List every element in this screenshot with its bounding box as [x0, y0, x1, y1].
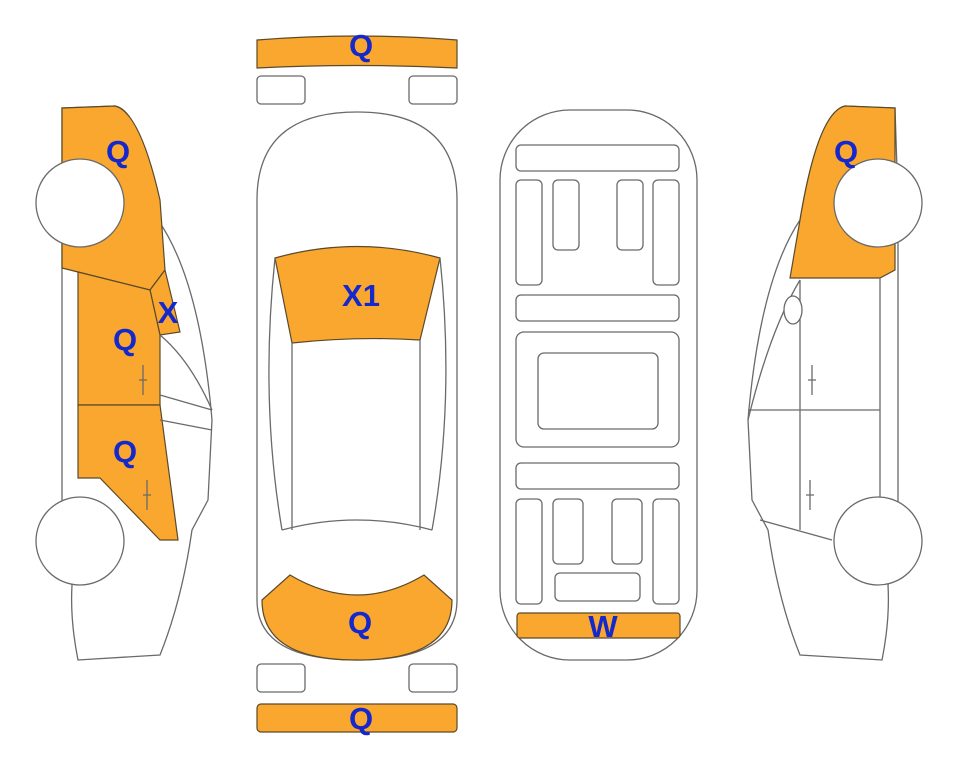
left-front-wheel — [35, 158, 125, 248]
label-left-front-pillar: X — [158, 295, 179, 330]
rear-left-light — [256, 663, 306, 693]
left-rear-wheel — [35, 496, 125, 586]
rear-right-light — [408, 663, 458, 693]
top-view — [256, 35, 458, 733]
label-left-rear-door: Q — [113, 434, 137, 469]
top-cabin-lines — [268, 257, 447, 531]
underbody-rear-panel — [516, 612, 681, 639]
underbody-part-r2 — [611, 498, 643, 565]
underbody-rail-fl — [515, 179, 543, 286]
underbody-part-r1 — [552, 498, 584, 565]
label-rear-bumper: Q — [349, 701, 373, 736]
left-window-line — [159, 334, 213, 431]
underbody-view — [499, 109, 698, 661]
left-rear-door-panel — [77, 404, 179, 541]
label-left-fender: Q — [106, 134, 130, 169]
underbody-rail-rl — [515, 498, 543, 605]
left-door-handle-front — [139, 365, 147, 395]
underbody-cross-1 — [515, 294, 680, 322]
label-front-bumper: Q — [349, 28, 373, 63]
front-right-light — [408, 75, 458, 105]
underbody-front-bar — [515, 144, 680, 172]
right-door-lines — [747, 278, 881, 541]
label-underbody-rear: W — [588, 609, 618, 644]
label-left-front-door: Q — [113, 322, 137, 357]
label-right-fender: Q — [834, 134, 858, 169]
front-left-light — [256, 75, 306, 105]
underbody-rail-rr — [652, 498, 680, 605]
underbody-tank — [537, 352, 659, 430]
label-rear-trunk: Q — [348, 605, 372, 640]
top-body-outline — [256, 111, 458, 661]
right-door-handle-front — [808, 365, 816, 395]
right-mirror — [783, 295, 803, 325]
left-front-door-panel — [77, 271, 161, 406]
underbody-part-f2 — [616, 179, 644, 251]
underbody-rail-fr — [652, 179, 680, 286]
right-door-handle-rear — [806, 480, 814, 510]
rear-trunk-panel — [261, 574, 453, 661]
right-front-wheel — [833, 158, 923, 248]
label-roof-front: X1 — [342, 278, 380, 313]
underbody-cross-2 — [515, 462, 680, 490]
front-bumper-panel — [256, 35, 458, 69]
left-side-view — [35, 105, 213, 661]
rear-bumper-panel — [256, 703, 458, 733]
left-door-handle-rear — [143, 480, 151, 510]
damage-labels: Q Q X Q Q X1 Q Q W Q — [106, 28, 858, 736]
underbody-rear-box — [554, 572, 641, 602]
right-side-view — [747, 105, 923, 661]
underbody-part-f1 — [552, 179, 580, 251]
right-rear-wheel — [833, 496, 923, 586]
